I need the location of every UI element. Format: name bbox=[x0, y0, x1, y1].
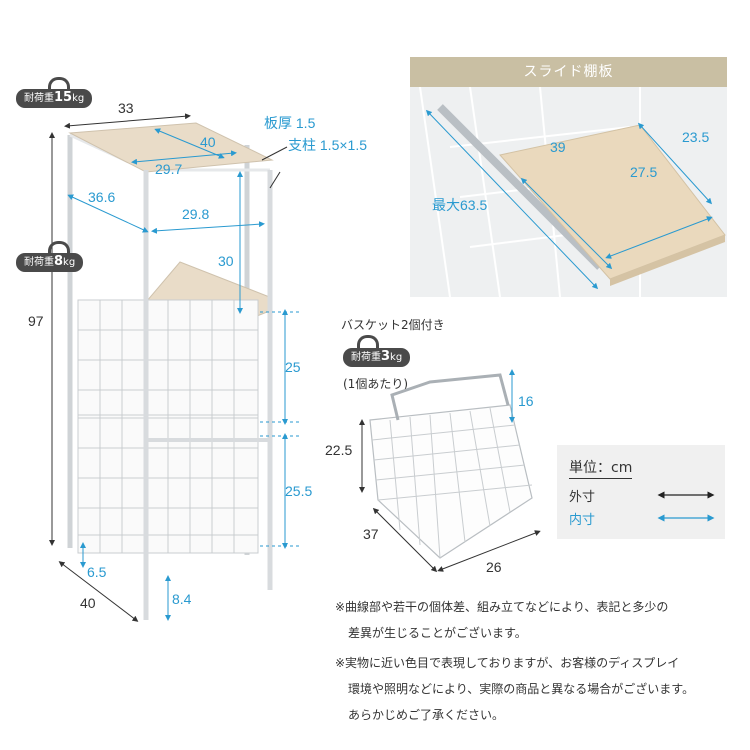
dim-basket-gap-upper: 25 bbox=[285, 359, 301, 375]
dim-basket-height: 22.5 bbox=[325, 442, 353, 458]
dim-inner-width-mid: 29.8 bbox=[182, 206, 210, 222]
basket-illustration bbox=[359, 369, 541, 573]
basket-per-unit: (1個あたり) bbox=[343, 377, 408, 391]
weight-icon bbox=[48, 77, 70, 90]
basket-handle bbox=[390, 373, 510, 421]
basket-caption: バスケット2個付き bbox=[341, 318, 445, 332]
dim-top-inner-depth: 40 bbox=[200, 134, 216, 150]
badge-unit: kg bbox=[63, 257, 76, 268]
slide-shelf-inset: スライド棚板 23.5 39 27.5 最大63.5 bbox=[410, 57, 727, 297]
unit-legend: 単位：cm 外寸 内寸 bbox=[557, 445, 725, 539]
legend-outer-label: 外寸 bbox=[569, 490, 596, 505]
badge-value: 3 bbox=[381, 349, 391, 364]
rack-illustration bbox=[49, 113, 300, 622]
slide-shelf-illustration bbox=[419, 87, 726, 297]
dim-slide-width-outer: 23.5 bbox=[682, 129, 710, 145]
dim-post-size: 支柱 1.5×1.5 bbox=[288, 137, 367, 153]
note-1-line-1: ※曲線部や若干の個体差、組み立てなどにより、表記と多少の bbox=[335, 600, 669, 614]
dim-top-width: 33 bbox=[118, 100, 134, 116]
middle-shelf-load-badge: 耐荷重8kg bbox=[16, 253, 84, 272]
top-shelf-load-badge: 耐荷重15kg bbox=[16, 89, 93, 108]
weight-icon bbox=[48, 241, 70, 254]
badge-label: 耐荷重 bbox=[24, 93, 54, 104]
dim-top-inner-width: 29.7 bbox=[155, 161, 183, 177]
note-2-line-3: あらかじめご了承ください。 bbox=[348, 708, 505, 722]
note-1: ※曲線部や若干の個体差、組み立てなどにより、表記と多少の 差異が生じることがござ… bbox=[335, 594, 668, 646]
note-1-line-2: 差異が生じることがございます。 bbox=[348, 626, 527, 640]
legend-unit: 単位：cm bbox=[569, 457, 633, 479]
upper-basket bbox=[77, 299, 259, 433]
basket-load-badge: 耐荷重3kg bbox=[343, 348, 411, 367]
dim-total-height: 97 bbox=[28, 313, 44, 329]
dim-basket-handle: 16 bbox=[518, 393, 534, 409]
badge-label: 耐荷重 bbox=[24, 257, 54, 268]
dim-board-thickness: 板厚 1.5 bbox=[264, 115, 316, 131]
dim-slide-depth: 39 bbox=[550, 139, 566, 155]
legend-arrows bbox=[657, 491, 715, 522]
dim-basket-gap-lower: 25.5 bbox=[285, 483, 313, 499]
dim-base-depth: 40 bbox=[80, 595, 96, 611]
badge-unit: kg bbox=[72, 93, 85, 104]
note-2-line-1: ※実物に近い色目で表現しておりますが、お客様のディスプレイ bbox=[335, 656, 680, 670]
dim-foot-height: 8.4 bbox=[172, 591, 192, 607]
note-2-line-2: 環境や照明などにより、実際の商品と異なる場合がございます。 bbox=[348, 682, 695, 696]
legend-inner-label: 内寸 bbox=[569, 513, 596, 528]
dim-slide-max: 最大63.5 bbox=[432, 197, 488, 213]
badge-label: 耐荷重 bbox=[351, 352, 381, 363]
dim-shelf-gap: 30 bbox=[218, 253, 234, 269]
dim-slide-width-inner: 27.5 bbox=[630, 164, 658, 180]
dim-basket-depth: 37 bbox=[363, 526, 379, 542]
slide-shelf-title: スライド棚板 bbox=[410, 57, 727, 87]
dim-bottom-clearance: 6.5 bbox=[87, 564, 107, 580]
note-2: ※実物に近い色目で表現しておりますが、お客様のディスプレイ 環境や照明などにより… bbox=[335, 650, 694, 728]
badge-value: 15 bbox=[54, 90, 73, 105]
badge-value: 8 bbox=[54, 254, 64, 269]
weight-icon bbox=[357, 335, 379, 348]
dim-depth: 36.6 bbox=[88, 189, 116, 205]
dim-basket-width: 26 bbox=[486, 559, 502, 575]
badge-unit: kg bbox=[390, 352, 403, 363]
